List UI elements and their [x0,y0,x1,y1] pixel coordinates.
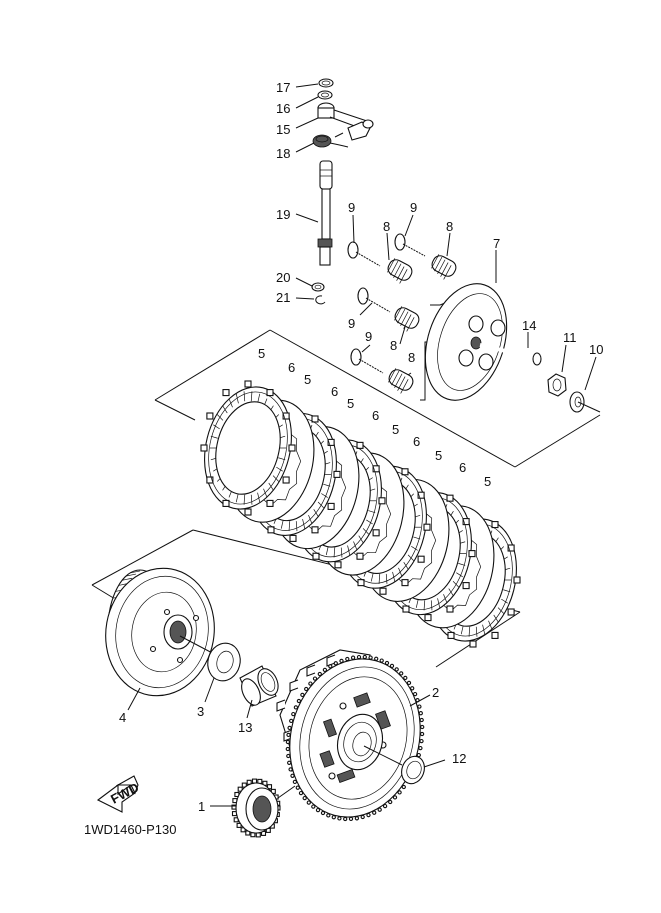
callout-5-b[interactable]: 5 [304,372,311,387]
callout-8-c[interactable]: 8 [390,338,397,353]
callout-10[interactable]: 10 [589,342,603,357]
group-bracket-plates [154,329,601,468]
callout-9-d[interactable]: 9 [365,329,372,344]
callout-6-b[interactable]: 6 [331,384,338,399]
callout-5-c[interactable]: 5 [347,396,354,411]
callout-3[interactable]: 3 [197,704,204,719]
callout-9-c[interactable]: 9 [348,316,355,331]
callout-8-a[interactable]: 8 [383,219,390,234]
callout-6-c[interactable]: 6 [372,408,379,423]
bolt-9-b[interactable] [394,233,426,257]
callout-labels: 17 16 15 18 19 20 21 9 9 9 9 8 8 8 8 7 1… [119,80,603,814]
callout-6-d[interactable]: 6 [413,434,420,449]
pressure-plate-7[interactable] [411,273,520,411]
callout-17[interactable]: 17 [276,80,290,95]
forward-direction-arrow: FWD [96,775,141,813]
callout-18[interactable]: 18 [276,146,290,161]
callout-13[interactable]: 13 [238,720,252,735]
clutch-spring-8-b[interactable] [430,253,459,280]
callout-4[interactable]: 4 [119,710,126,725]
push-rod-14[interactable] [479,343,542,366]
callout-9-a[interactable]: 9 [348,200,355,215]
callout-8-d[interactable]: 8 [408,350,415,365]
callout-6-a[interactable]: 6 [288,360,295,375]
callout-2[interactable]: 2 [432,685,439,700]
primary-drive-gear-1[interactable] [231,778,296,838]
clutch-spring-8-c[interactable] [393,305,422,332]
drawing-code: 1WD1460-P130 [84,822,177,837]
callout-5-d[interactable]: 5 [392,422,399,437]
bolt-9-a[interactable] [347,241,381,267]
callout-8-b[interactable]: 8 [446,219,453,234]
callout-16[interactable]: 16 [276,101,290,116]
callout-7[interactable]: 7 [493,236,500,251]
bolt-9-c[interactable] [357,287,391,313]
thrust-washer-12[interactable] [398,753,428,787]
clutch-spring-8-d[interactable] [387,367,416,394]
torsion-spring-18[interactable] [312,132,349,148]
callout-19[interactable]: 19 [276,207,290,222]
friction-plate-5[interactable] [192,378,304,519]
circlip-21[interactable] [315,295,326,305]
callout-6-e[interactable]: 6 [459,460,466,475]
primary-driven-gear-2[interactable] [272,644,437,832]
callout-5-f[interactable]: 5 [484,474,491,489]
washer-20[interactable] [311,282,325,292]
clutch-boss-4[interactable] [96,560,225,705]
bolt-9-d[interactable] [350,348,384,374]
callout-5-a[interactable]: 5 [258,346,265,361]
clutch-spring-8-a[interactable] [386,257,415,284]
lock-washer-10[interactable] [569,391,601,413]
spacer-13[interactable] [238,665,282,709]
callout-12[interactable]: 12 [452,751,466,766]
callout-21[interactable]: 21 [276,290,290,305]
washer-16[interactable] [317,90,333,100]
callout-20[interactable]: 20 [276,270,290,285]
callout-5-e[interactable]: 5 [435,448,442,463]
callout-15[interactable]: 15 [276,122,290,137]
callout-14[interactable]: 14 [522,318,536,333]
thrust-washer-3[interactable] [204,640,245,685]
nut-11[interactable] [547,373,567,397]
fwd-label: FWD [108,780,141,807]
callout-1[interactable]: 1 [198,799,205,814]
callout-9-b[interactable]: 9 [410,200,417,215]
washer-17[interactable] [318,78,334,88]
clutch-plate-stack [192,378,521,648]
push-lever-15[interactable] [317,102,374,141]
push-lever-shaft-19[interactable] [317,160,333,266]
leader-lines [127,83,597,807]
callout-11[interactable]: 11 [563,330,577,345]
